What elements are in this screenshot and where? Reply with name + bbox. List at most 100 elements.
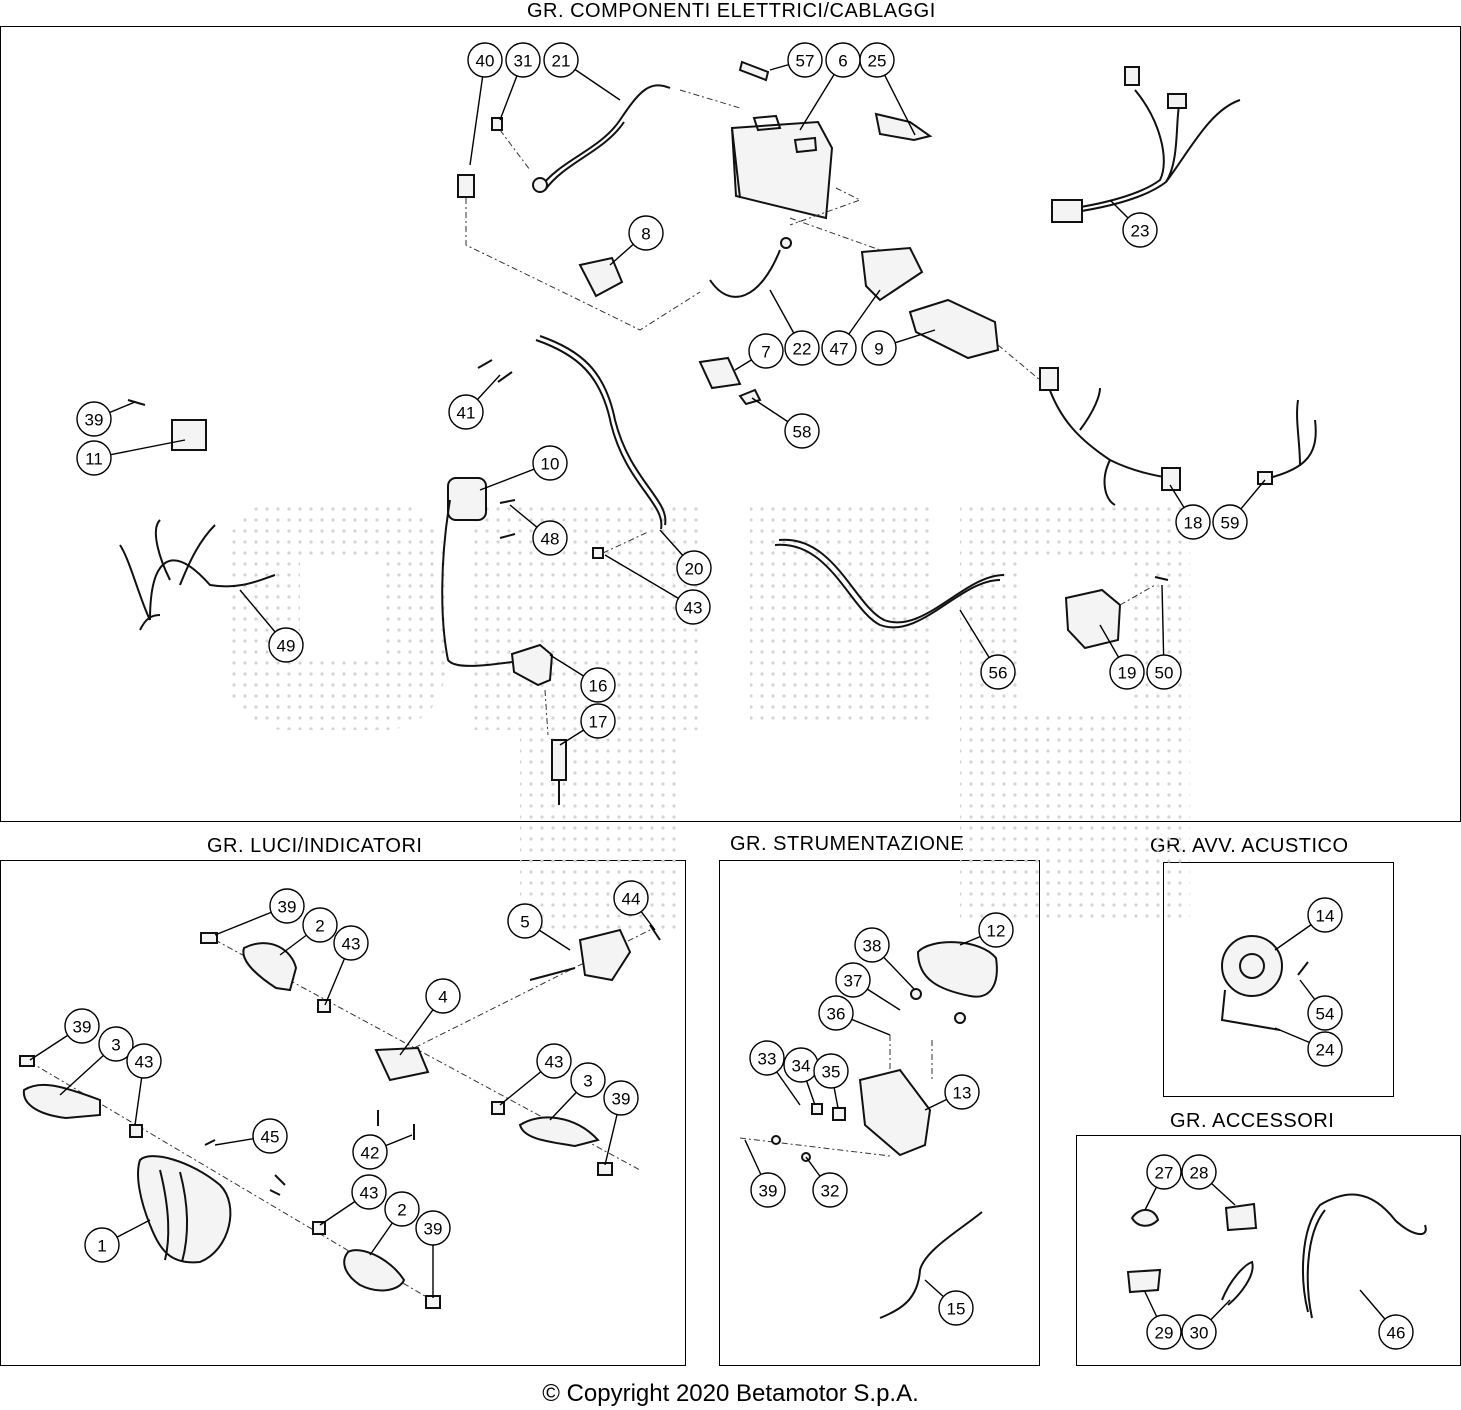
callout-circle xyxy=(813,1053,849,1089)
bracket-13 xyxy=(858,1068,932,1157)
washer-32 xyxy=(771,1135,781,1145)
callout-circle xyxy=(1181,1314,1217,1350)
callout-circle xyxy=(84,1227,120,1263)
callout-number: 49 xyxy=(277,637,296,656)
callout-circle xyxy=(938,1290,974,1326)
callout-circle xyxy=(64,1008,100,1044)
callout-lights-2: 2 xyxy=(279,907,338,956)
indicator-2-top xyxy=(242,942,298,992)
relay-8 xyxy=(578,256,624,298)
callout-lights-2: 2 xyxy=(369,1191,420,1256)
callout-number: 47 xyxy=(830,340,849,359)
callout-horn-54: 54 xyxy=(1299,979,1343,1031)
callout-number: 3 xyxy=(111,1036,120,1055)
callout-circle xyxy=(302,907,338,943)
callout-circle xyxy=(1146,1314,1182,1350)
section-title-instruments: GR. STRUMENTAZIONE xyxy=(730,833,965,855)
accessory-parts xyxy=(1126,1193,1427,1319)
callout-circle xyxy=(821,330,857,366)
callout-number: 43 xyxy=(135,1053,154,1072)
callout-number: 44 xyxy=(622,890,641,909)
callout-electrical-25: 25 xyxy=(859,42,916,136)
bolt-48 xyxy=(499,499,516,539)
callout-circle xyxy=(854,927,890,963)
callout-number: 34 xyxy=(792,1057,811,1076)
callout-instruments-36: 36 xyxy=(818,995,891,1036)
callout-lights-43: 43 xyxy=(319,1174,387,1226)
cable-15 xyxy=(879,1211,983,1319)
callout-electrical-10: 10 xyxy=(479,445,568,491)
callout-circle xyxy=(1146,654,1182,690)
callout-electrical-17: 17 xyxy=(559,703,616,746)
callout-lights-5: 5 xyxy=(507,903,571,951)
nut-34 xyxy=(811,1103,823,1115)
callout-number: 11 xyxy=(85,450,103,469)
battery-6 xyxy=(730,114,862,226)
callout-lights-39: 39 xyxy=(415,1210,451,1298)
nut-43-b xyxy=(129,1124,143,1138)
callout-number: 1 xyxy=(97,1237,106,1256)
callout-instruments-35: 35 xyxy=(813,1053,849,1109)
screws-45 xyxy=(204,1139,286,1196)
dashboard-12 xyxy=(916,941,998,998)
harness-59 xyxy=(1257,399,1317,485)
terminals-41 xyxy=(477,359,513,383)
callout-circle xyxy=(676,550,712,586)
callout-number: 39 xyxy=(612,1090,631,1109)
cover-7 xyxy=(698,356,742,390)
section-title-horn: GR. AVV. ACUSTICO xyxy=(1150,835,1349,857)
callout-horn-24: 24 xyxy=(1274,1027,1343,1067)
callout-electrical-48: 48 xyxy=(509,504,568,556)
callout-number: 50 xyxy=(1155,664,1174,683)
callout-electrical-18: 18 xyxy=(1169,484,1211,540)
indicator-2-bottom xyxy=(343,1249,406,1292)
callout-number: 19 xyxy=(1118,664,1137,683)
callout-number: 39 xyxy=(73,1018,92,1037)
bracket-24 xyxy=(1220,989,1281,1031)
tie-30 xyxy=(1221,1260,1254,1306)
horn-14 xyxy=(1221,935,1283,997)
callout-instruments-37: 37 xyxy=(835,962,901,1011)
callout-number: 22 xyxy=(793,340,812,359)
callout-number: 41 xyxy=(457,404,476,423)
callout-circle xyxy=(543,42,579,78)
callout-lights-45: 45 xyxy=(214,1118,288,1154)
screw-50 xyxy=(1154,576,1169,581)
callout-circle xyxy=(1181,1154,1217,1190)
callout-number: 59 xyxy=(1221,514,1240,533)
callout-electrical-40: 40 xyxy=(467,42,503,166)
callout-number: 15 xyxy=(947,1300,966,1319)
callout-circle xyxy=(352,1134,388,1170)
callout-circle xyxy=(98,1026,134,1062)
screws-42 xyxy=(377,1110,415,1140)
callout-number: 5 xyxy=(520,913,529,932)
callout-lights-1: 1 xyxy=(84,1219,151,1263)
callout-number: 54 xyxy=(1316,1005,1335,1024)
clip-27 xyxy=(1130,1209,1160,1227)
callout-number: 43 xyxy=(360,1184,379,1203)
screw-39-a xyxy=(200,932,218,944)
callout-electrical-21: 21 xyxy=(543,42,621,101)
ignition-coil-10 xyxy=(441,477,513,667)
callout-circle xyxy=(76,401,112,437)
callout-instruments-39: 39 xyxy=(744,1139,786,1208)
callout-circle xyxy=(1378,1314,1414,1350)
callout-circle xyxy=(787,42,823,78)
callout-accessories-28: 28 xyxy=(1181,1154,1236,1206)
callout-number: 2 xyxy=(315,917,324,936)
clip-29 xyxy=(1126,1268,1162,1294)
callout-circle xyxy=(580,703,616,739)
callout-number: 13 xyxy=(953,1084,972,1103)
callout-electrical-50: 50 xyxy=(1146,584,1182,690)
nut-43-a xyxy=(317,999,331,1013)
callout-lights-39: 39 xyxy=(603,1080,639,1166)
bracket-11 xyxy=(171,419,207,451)
callout-electrical-58: 58 xyxy=(751,397,820,449)
callout-electrical-31: 31 xyxy=(499,42,541,121)
callout-number: 18 xyxy=(1184,514,1203,533)
callout-circle xyxy=(749,1040,785,1076)
callout-circle xyxy=(944,1074,980,1110)
callout-electrical-11: 11 xyxy=(76,439,186,476)
callout-instruments-32: 32 xyxy=(805,1156,848,1208)
callout-number: 37 xyxy=(844,972,863,991)
